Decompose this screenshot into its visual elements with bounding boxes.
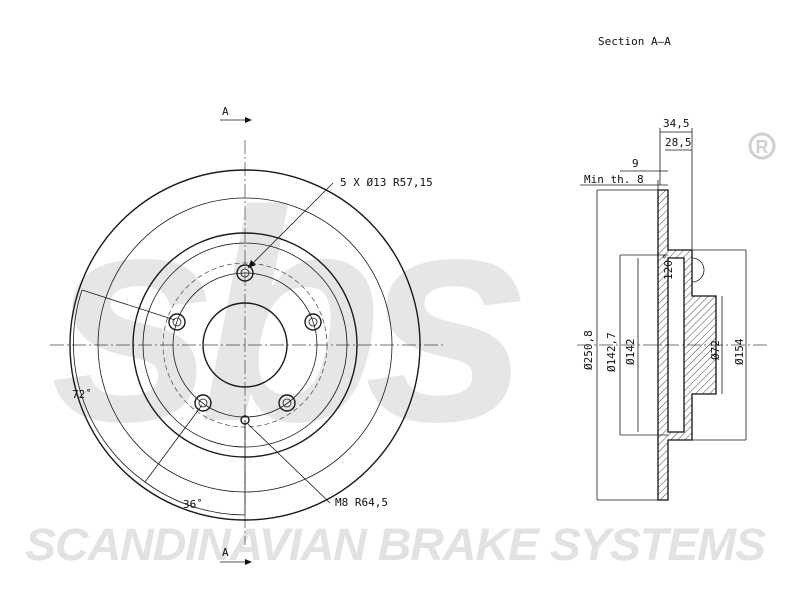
logo-letters: sbs (50, 148, 523, 484)
dia-142-label: Ø142 (624, 339, 637, 366)
angle-72-arc (73, 289, 146, 483)
bolt-hole (168, 313, 186, 331)
front-view: A A (50, 105, 445, 565)
angle-120-label: 120˚ (662, 254, 675, 281)
hub-face-circle (172, 272, 318, 418)
angle-36-label: 36˚ (183, 498, 203, 511)
angle-120-arc (691, 257, 705, 283)
brand-tagline: SCANDINAVIAN BRAKE SYSTEMS (25, 519, 766, 570)
bolt-hole (236, 264, 254, 282)
bolt-holes (168, 264, 322, 412)
center-bore (202, 302, 288, 388)
section-title: Section A–A (598, 35, 671, 48)
svg-text:A: A (222, 546, 229, 559)
section-view: Section A–A 120˚ 34,5 28,5 9 Min th. 8 Ø… (577, 35, 770, 501)
angle-72-label: 72˚ (72, 388, 92, 401)
dia-250-8-label: Ø250,8 (582, 330, 595, 370)
sbs-logo-watermark: sbs (50, 148, 541, 484)
disc-cross-section (657, 189, 717, 501)
bolt-pattern-label: 5 X Ø13 R57,15 (340, 176, 433, 189)
angle-36-arc (144, 481, 246, 516)
angle-ext-line (81, 289, 176, 321)
bolt-hole (194, 394, 212, 412)
min-thickness-label: Min th. 8 (584, 173, 644, 186)
section-cut-top: A (220, 105, 252, 123)
dia-142-7-label: Ø142,7 (605, 332, 618, 372)
angle-ext-line (144, 404, 203, 483)
registered-mark: R (748, 132, 776, 160)
dim-28-5-label: 28,5 (665, 136, 692, 149)
dim-34-5-label: 34,5 (663, 117, 690, 130)
bolt-pattern-leader (247, 182, 334, 269)
disc-outer-edge (69, 169, 421, 521)
thread-hole-leader (247, 423, 331, 504)
section-cut-bottom: A (220, 546, 252, 565)
bolt-hole (278, 394, 296, 412)
svg-text:A: A (222, 105, 229, 118)
dim-9-label: 9 (632, 157, 639, 170)
bolt-hole (304, 313, 322, 331)
dia-72-label: Ø72 (709, 340, 722, 360)
dia-154-label: Ø154 (733, 338, 746, 365)
registered-letter: R (756, 137, 769, 157)
thread-hole-label: M8 R64,5 (335, 496, 388, 509)
